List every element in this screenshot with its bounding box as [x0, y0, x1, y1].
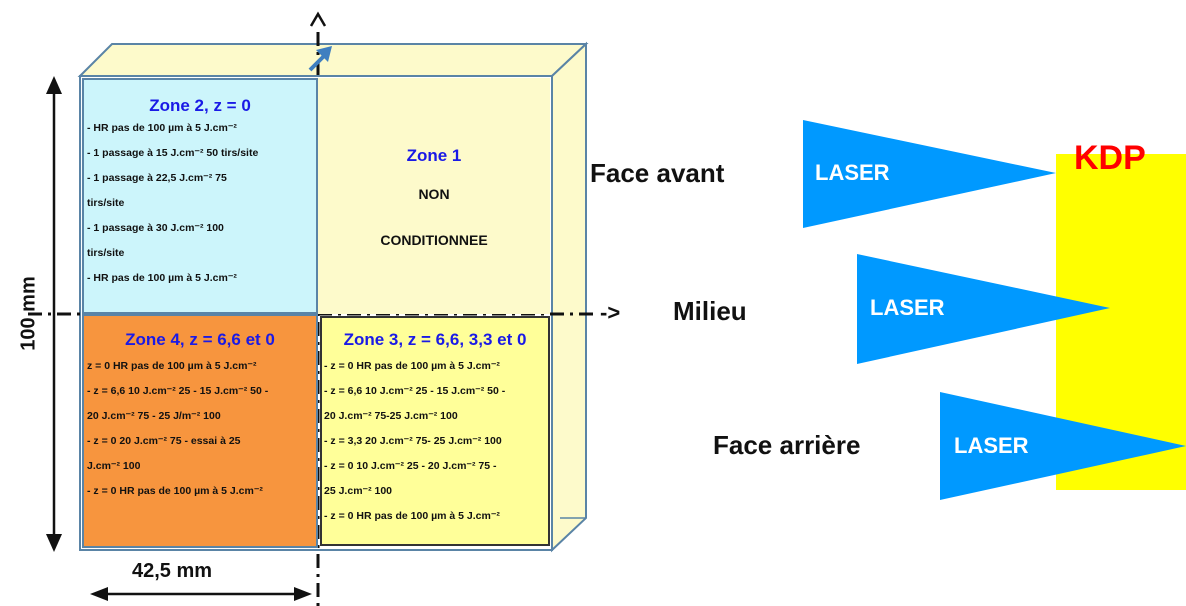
- box-top-face: [77, 43, 589, 77]
- zone-3-line: - z = 0 HR pas de 100 µm à 5 J.cm⁻²: [324, 360, 500, 372]
- zone-4-line: z = 0 HR pas de 100 µm à 5 J.cm⁻²: [87, 360, 257, 372]
- zone-3-lines: - z = 0 HR pas de 100 µm à 5 J.cm⁻² - z =…: [322, 354, 548, 529]
- zone-3-title: Zone 3, z = 6,6, 3,3 et 0: [343, 330, 527, 349]
- zone-2-line: tirs/site: [87, 247, 125, 259]
- zone-4-line: J.cm⁻² 100: [87, 460, 141, 472]
- axis-arrow-label: ->: [600, 300, 621, 325]
- zone-3-line: - z = 0 HR pas de 100 µm à 5 J.cm⁻²: [324, 510, 500, 522]
- laser-label-front: LASER: [815, 160, 890, 185]
- zone-2-panel: Zone 2, z = 0 - HR pas de 100 µm à 5 J.c…: [82, 78, 318, 314]
- laser-beam-middle: [857, 254, 1110, 364]
- milieu-label: Milieu: [673, 296, 747, 326]
- height-arrow-top-icon: [46, 76, 62, 94]
- zone-3-line: - z = 3,3 20 J.cm⁻² 75- 25 J.cm⁻² 100: [324, 435, 502, 447]
- laser-label-middle: LASER: [870, 295, 945, 320]
- width-arrow-left-icon: [90, 587, 108, 601]
- zone-4-line: - z = 0 20 J.cm⁻² 75 - essai à 25: [87, 435, 241, 447]
- zone-3-line: 20 J.cm⁻² 75-25 J.cm⁻² 100: [324, 410, 458, 422]
- box-right-face: [551, 41, 587, 553]
- laser-beam-back: [940, 392, 1186, 500]
- zone-1-panel: Zone 1 NON CONDITIONNEE: [318, 78, 550, 314]
- width-dimension-label: 42,5 mm: [132, 560, 213, 582]
- zone-3-line: 25 J.cm⁻² 100: [324, 485, 393, 497]
- height-dimension-label: 100 mm: [17, 276, 40, 351]
- face-avant-label: Face avant: [590, 158, 725, 188]
- face-arriere-label: Face arrière: [713, 430, 861, 460]
- zone-4-title: Zone 4, z = 6,6 et 0: [125, 330, 275, 349]
- zone-2-line: - 1 passage à 15 J.cm⁻² 50 tirs/site: [87, 147, 259, 159]
- zone-2-title: Zone 2, z = 0: [149, 96, 251, 115]
- zone-2-line: - 1 passage à 30 J.cm⁻² 100: [87, 222, 224, 234]
- zone-4-line: 20 J.cm⁻² 75 - 25 J/m⁻² 100: [87, 410, 221, 422]
- zone-4-panel: Zone 4, z = 6,6 et 0 z = 0 HR pas de 100…: [82, 314, 318, 548]
- zone-3-panel: Zone 3, z = 6,6, 3,3 et 0 - z = 0 HR pas…: [320, 316, 550, 546]
- zone-3-line: - z = 6,6 10 J.cm⁻² 25 - 15 J.cm⁻² 50 -: [324, 385, 506, 397]
- zone-4-line: - z = 0 HR pas de 100 µm à 5 J.cm⁻²: [87, 485, 263, 497]
- width-arrow-right-icon: [294, 587, 312, 601]
- zone-2-line: - HR pas de 100 µm à 5 J.cm⁻²: [87, 272, 237, 284]
- laser-label-back: LASER: [954, 433, 1029, 458]
- zone-4-lines: z = 0 HR pas de 100 µm à 5 J.cm⁻² - z = 6…: [84, 354, 316, 504]
- vertical-axis-arrow-icon: [309, 11, 327, 27]
- depth-arrow-head-icon: [316, 46, 332, 62]
- laser-beam-front: [803, 120, 1056, 228]
- zone-2-lines: - HR pas de 100 µm à 5 J.cm⁻² - 1 passage…: [84, 116, 316, 291]
- height-arrow-bottom-icon: [46, 534, 62, 552]
- zone-4-line: - z = 6,6 10 J.cm⁻² 25 - 15 J.cm⁻² 50 -: [87, 385, 269, 397]
- zone-2-line: - 1 passage à 22,5 J.cm⁻² 75: [87, 172, 227, 184]
- zone-2-line: tirs/site: [87, 197, 125, 209]
- zone-1-non: NON: [418, 186, 450, 202]
- kdp-label: KDP: [1074, 139, 1146, 177]
- zone-1-conditionnee: CONDITIONNEE: [380, 232, 488, 248]
- zone-1-title: Zone 1: [406, 146, 462, 165]
- zone-2-line: - HR pas de 100 µm à 5 J.cm⁻²: [87, 122, 237, 134]
- zone-3-line: - z = 0 10 J.cm⁻² 25 - 20 J.cm⁻² 75 -: [324, 460, 497, 472]
